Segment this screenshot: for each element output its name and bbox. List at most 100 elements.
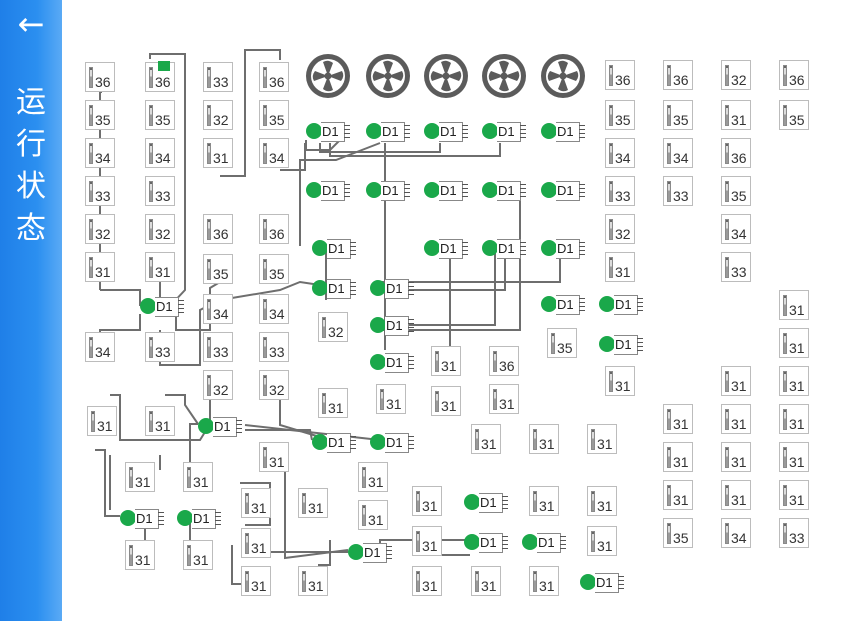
battery-device-icon[interactable]: 31 xyxy=(721,442,751,472)
battery-device-icon[interactable]: 31 xyxy=(587,526,617,556)
battery-device-icon[interactable]: 35 xyxy=(779,100,809,130)
battery-device-icon[interactable]: 33 xyxy=(721,252,751,282)
battery-device-icon[interactable]: 36 xyxy=(85,62,115,92)
battery-device-icon[interactable]: 31 xyxy=(298,566,328,596)
battery-device-icon[interactable]: 31 xyxy=(605,366,635,396)
d1-controller-icon[interactable]: D1 xyxy=(312,238,356,259)
fan-icon[interactable] xyxy=(541,54,585,98)
battery-device-icon[interactable]: 33 xyxy=(203,332,233,362)
battery-device-icon[interactable]: 34 xyxy=(203,294,233,324)
battery-device-icon[interactable]: 32 xyxy=(605,214,635,244)
battery-device-icon[interactable]: 35 xyxy=(663,100,693,130)
d1-controller-icon[interactable]: D1 xyxy=(177,508,221,529)
battery-device-icon[interactable]: 36 xyxy=(259,214,289,244)
battery-device-icon[interactable]: 34 xyxy=(259,294,289,324)
battery-device-icon[interactable]: 36 xyxy=(203,214,233,244)
d1-controller-icon[interactable]: D1 xyxy=(306,121,350,142)
battery-device-icon[interactable]: 36 xyxy=(489,346,519,376)
battery-device-icon[interactable]: 31 xyxy=(721,480,751,510)
battery-device-icon[interactable]: 34 xyxy=(605,138,635,168)
battery-device-icon[interactable]: 31 xyxy=(587,424,617,454)
d1-controller-icon[interactable]: D1 xyxy=(580,572,624,593)
battery-device-icon[interactable]: 34 xyxy=(721,214,751,244)
battery-device-icon[interactable]: 36 xyxy=(663,60,693,90)
battery-device-icon[interactable]: 31 xyxy=(259,442,289,472)
battery-device-icon[interactable]: 31 xyxy=(318,388,348,418)
battery-device-icon[interactable]: 36 xyxy=(721,138,751,168)
d1-controller-icon[interactable]: D1 xyxy=(424,121,468,142)
d1-controller-icon[interactable]: D1 xyxy=(370,278,414,299)
battery-device-icon[interactable]: 34 xyxy=(259,138,289,168)
d1-controller-icon[interactable]: D1 xyxy=(366,180,410,201)
d1-controller-icon[interactable]: D1 xyxy=(464,532,508,553)
battery-device-icon[interactable]: 31 xyxy=(605,252,635,282)
battery-device-icon[interactable]: 31 xyxy=(241,488,271,518)
d1-controller-icon[interactable]: D1 xyxy=(482,238,526,259)
battery-device-icon[interactable]: 36 xyxy=(605,60,635,90)
d1-controller-icon[interactable]: D1 xyxy=(541,294,585,315)
back-arrow-icon[interactable]: ← xyxy=(17,5,45,43)
battery-device-icon[interactable]: 31 xyxy=(663,404,693,434)
battery-device-icon[interactable]: 32 xyxy=(721,60,751,90)
battery-device-icon[interactable]: 33 xyxy=(605,176,635,206)
battery-device-icon[interactable]: 31 xyxy=(87,406,117,436)
d1-controller-icon[interactable]: D1 xyxy=(482,180,526,201)
battery-device-icon[interactable]: 32 xyxy=(203,100,233,130)
battery-device-icon[interactable]: 31 xyxy=(663,480,693,510)
battery-device-icon[interactable]: 33 xyxy=(85,176,115,206)
battery-device-icon[interactable]: 32 xyxy=(85,214,115,244)
battery-device-icon[interactable]: 36 xyxy=(145,61,175,92)
battery-device-icon[interactable]: 34 xyxy=(721,518,751,548)
d1-controller-icon[interactable]: D1 xyxy=(140,296,184,317)
battery-device-icon[interactable]: 31 xyxy=(412,486,442,516)
d1-controller-icon[interactable]: D1 xyxy=(424,238,468,259)
battery-device-icon[interactable]: 31 xyxy=(431,386,461,416)
battery-device-icon[interactable]: 35 xyxy=(605,100,635,130)
battery-device-icon[interactable]: 31 xyxy=(721,404,751,434)
battery-device-icon[interactable]: 31 xyxy=(779,480,809,510)
battery-device-icon[interactable]: 31 xyxy=(489,384,519,414)
battery-device-icon[interactable]: 31 xyxy=(779,366,809,396)
d1-controller-icon[interactable]: D1 xyxy=(541,180,585,201)
battery-device-icon[interactable]: 34 xyxy=(663,138,693,168)
d1-controller-icon[interactable]: D1 xyxy=(306,180,350,201)
battery-device-icon[interactable]: 31 xyxy=(358,462,388,492)
battery-device-icon[interactable]: 31 xyxy=(298,488,328,518)
battery-device-icon[interactable]: 31 xyxy=(529,486,559,516)
battery-device-icon[interactable]: 33 xyxy=(145,332,175,362)
d1-controller-icon[interactable]: D1 xyxy=(464,492,508,513)
battery-device-icon[interactable]: 31 xyxy=(241,566,271,596)
fan-icon[interactable] xyxy=(366,54,410,98)
battery-device-icon[interactable]: 31 xyxy=(529,424,559,454)
battery-device-icon[interactable]: 31 xyxy=(412,566,442,596)
d1-controller-icon[interactable]: D1 xyxy=(370,352,414,373)
battery-device-icon[interactable]: 31 xyxy=(721,100,751,130)
battery-device-icon[interactable]: 31 xyxy=(529,566,559,596)
battery-device-icon[interactable]: 33 xyxy=(663,176,693,206)
battery-device-icon[interactable]: 31 xyxy=(412,526,442,556)
battery-device-icon[interactable]: 35 xyxy=(259,254,289,284)
battery-device-icon[interactable]: 33 xyxy=(779,518,809,548)
d1-controller-icon[interactable]: D1 xyxy=(120,508,164,529)
battery-device-icon[interactable]: 31 xyxy=(358,500,388,530)
d1-controller-icon[interactable]: D1 xyxy=(312,278,356,299)
d1-controller-icon[interactable]: D1 xyxy=(541,121,585,142)
battery-device-icon[interactable]: 32 xyxy=(203,370,233,400)
d1-controller-icon[interactable]: D1 xyxy=(599,294,643,315)
d1-controller-icon[interactable]: D1 xyxy=(348,542,392,563)
fan-icon[interactable] xyxy=(306,54,350,98)
battery-device-icon[interactable]: 31 xyxy=(779,442,809,472)
battery-device-icon[interactable]: 33 xyxy=(259,332,289,362)
d1-controller-icon[interactable]: D1 xyxy=(366,121,410,142)
d1-controller-icon[interactable]: D1 xyxy=(522,532,566,553)
battery-device-icon[interactable]: 31 xyxy=(779,404,809,434)
battery-device-icon[interactable]: 31 xyxy=(721,366,751,396)
d1-controller-icon[interactable]: D1 xyxy=(599,334,643,355)
d1-controller-icon[interactable]: D1 xyxy=(482,121,526,142)
battery-device-icon[interactable]: 31 xyxy=(471,424,501,454)
battery-device-icon[interactable]: 35 xyxy=(721,176,751,206)
d1-controller-icon[interactable]: D1 xyxy=(424,180,468,201)
d1-controller-icon[interactable]: D1 xyxy=(541,238,585,259)
d1-controller-icon[interactable]: D1 xyxy=(370,315,414,336)
battery-device-icon[interactable]: 32 xyxy=(145,214,175,244)
